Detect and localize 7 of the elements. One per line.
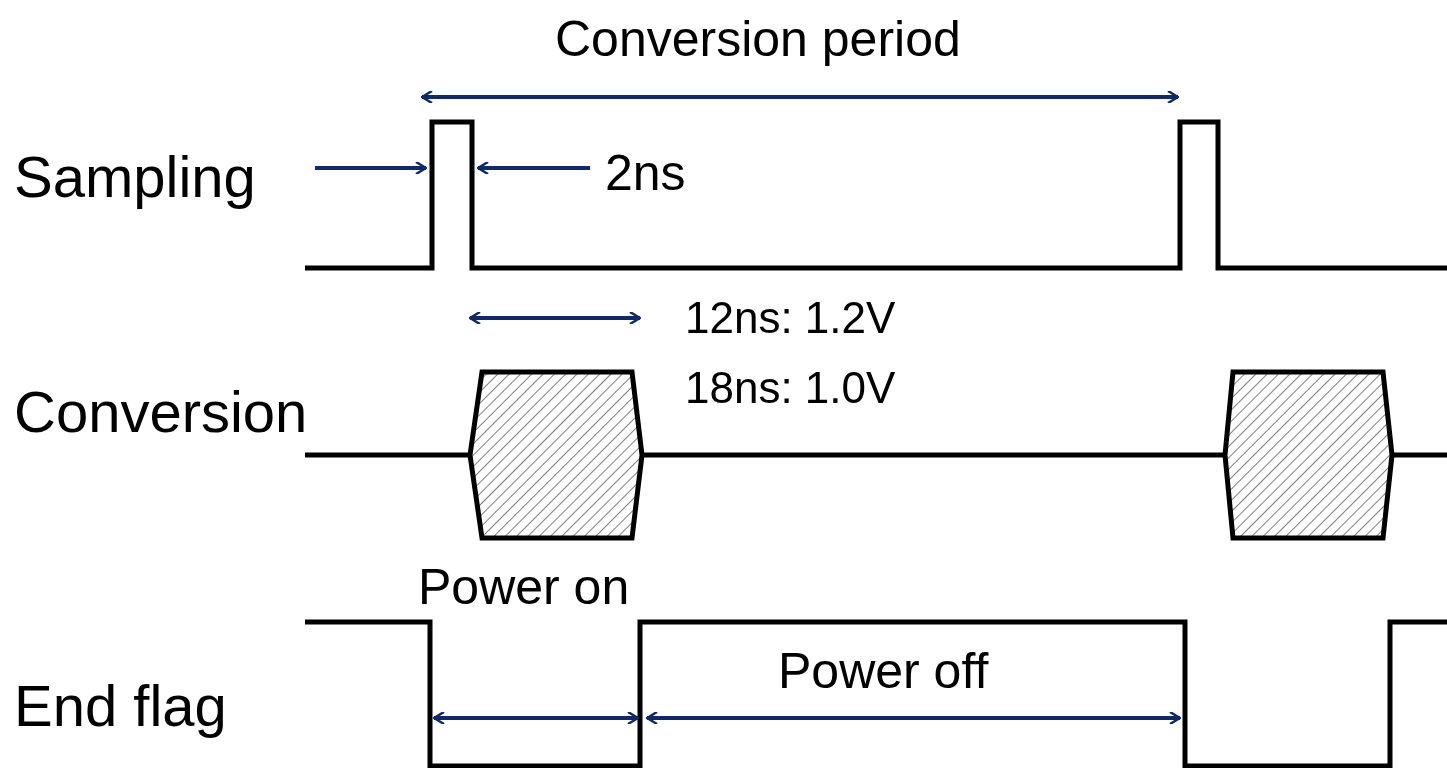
- dimension-label: 12ns: 1.2V: [685, 296, 896, 340]
- signal-name: Conversion: [14, 383, 308, 441]
- state-label: Power off: [778, 646, 989, 696]
- dimension-label: 18ns: 1.0V: [685, 366, 896, 410]
- state-label: Power on: [418, 562, 630, 612]
- dimension-label: Conversion period: [555, 14, 961, 64]
- dimension-label: 2ns: [605, 148, 686, 198]
